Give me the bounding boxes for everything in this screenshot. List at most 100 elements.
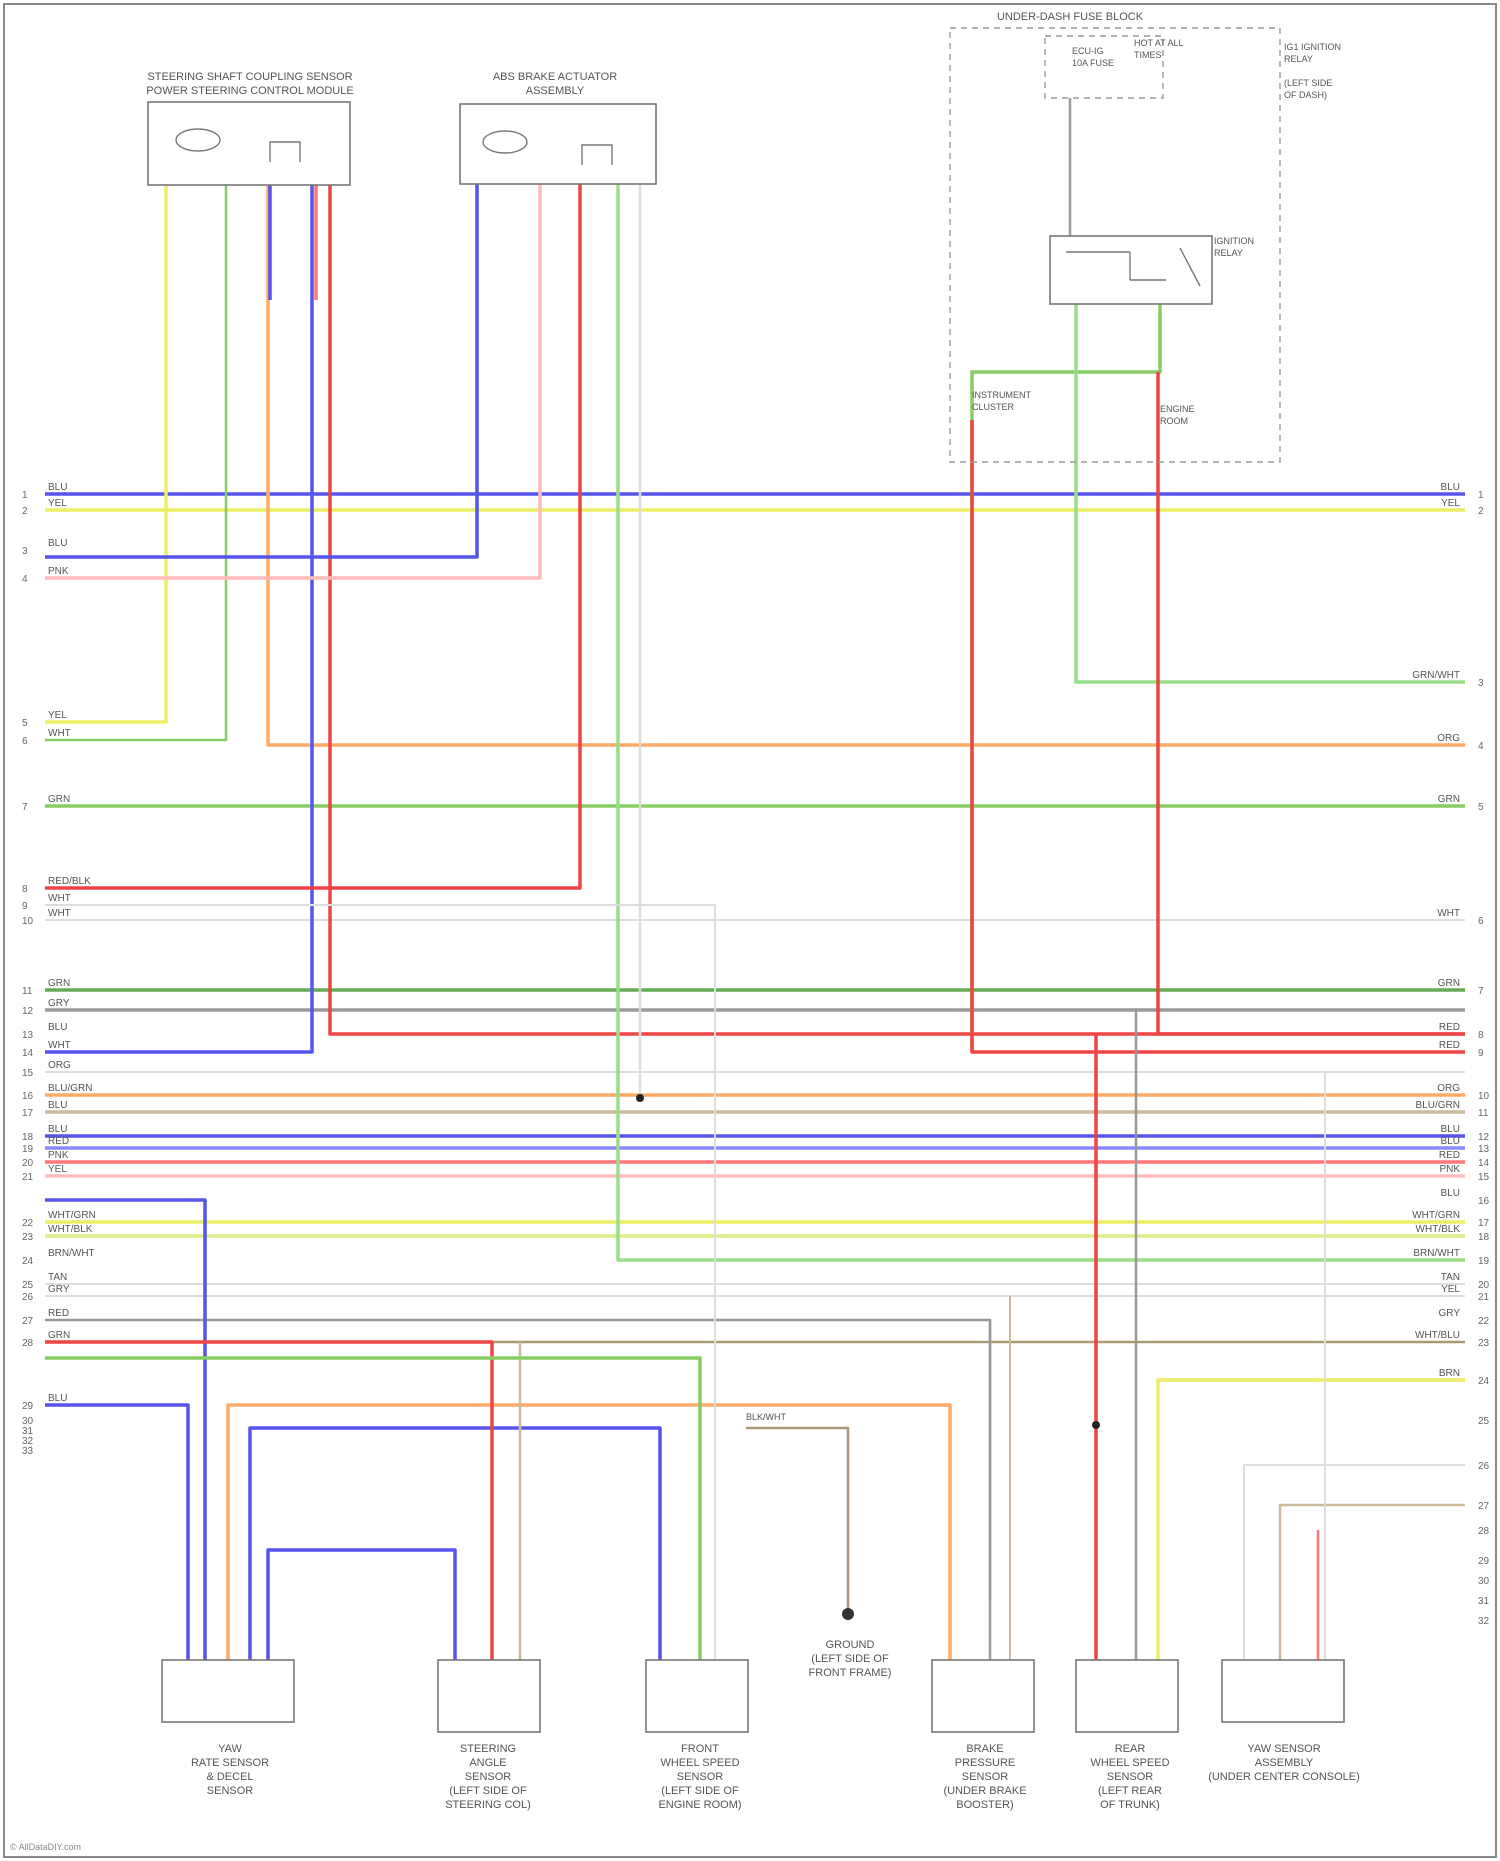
- relay-location-label: (LEFT SIDE: [1284, 78, 1332, 88]
- component-label: YAW: [218, 1743, 242, 1755]
- wire-yel-a: [45, 185, 166, 722]
- left-pin-number: 17: [22, 1108, 34, 1119]
- right-pin-number: 31: [1478, 1596, 1490, 1607]
- brake-pressure-sensor-component: BRAKE PRESSURE SENSOR (UNDER BRAKE BOOST…: [932, 1660, 1034, 1811]
- left-pin-number: 14: [22, 1048, 34, 1059]
- component-body: [1222, 1660, 1344, 1722]
- wire-blu-yaw-4: [268, 1550, 455, 1660]
- component-label: (LEFT REAR: [1098, 1785, 1162, 1797]
- component-label: SENSOR: [465, 1771, 512, 1783]
- right-pin-number: 14: [1478, 1158, 1490, 1169]
- component-label: FRONT FRAME): [809, 1667, 892, 1679]
- right-pin-number: 28: [1478, 1526, 1490, 1537]
- right-pin-number: 29: [1478, 1556, 1490, 1567]
- component-label: SENSOR: [677, 1771, 724, 1783]
- wire-color-label: PNK: [48, 1150, 69, 1161]
- right-pin-number: 15: [1478, 1172, 1490, 1183]
- component-label: STEERING: [460, 1743, 516, 1755]
- left-pin-number: 12: [22, 1006, 34, 1017]
- wire-color-label: ORG: [1437, 1083, 1460, 1094]
- wire-color-label: WHT: [1437, 908, 1460, 919]
- steering-angle-sensor-component: STEERING ANGLE SENSOR (LEFT SIDE OF STEE…: [438, 1660, 540, 1811]
- fuse-label: ECU-IG: [1072, 46, 1104, 56]
- wire-org-yaw: [228, 1405, 950, 1660]
- wire-layer: [45, 98, 1465, 1660]
- wire-color-label: BRN/WHT: [48, 1248, 95, 1259]
- wire-color-label: YEL: [1441, 1284, 1460, 1295]
- relay-location-label: IG1 IGNITION: [1284, 42, 1341, 52]
- left-pin-number: 19: [22, 1144, 34, 1155]
- component-label: WHEEL SPEED: [1090, 1757, 1169, 1769]
- right-pin-number: 27: [1478, 1501, 1490, 1512]
- component-label: (UNDER CENTER CONSOLE): [1208, 1771, 1360, 1783]
- left-pin-number: 21: [22, 1172, 34, 1183]
- component-title: STEERING SHAFT COUPLING SENSOR: [147, 71, 352, 83]
- wire-color-label: ORG: [48, 1060, 71, 1071]
- wire-color-label: GRN/WHT: [1412, 670, 1460, 681]
- wire-color-label: BLU: [48, 1124, 67, 1135]
- wire-color-label: RED: [48, 1308, 69, 1319]
- sensor-coil-icon: [483, 131, 527, 153]
- wire-grn-a: [45, 185, 226, 740]
- splice-dot: [636, 1094, 644, 1102]
- sensor-coil-icon: [176, 129, 220, 151]
- wire-color-label: BRN: [1439, 1368, 1460, 1379]
- component-label: YAW SENSOR: [1247, 1743, 1320, 1755]
- wire-color-label: TAN: [48, 1272, 67, 1283]
- wire-grn-b: [618, 184, 1465, 1260]
- component-body: [646, 1660, 748, 1732]
- wire-red-a: [330, 185, 1465, 1034]
- wire-color-label: RED: [1439, 1040, 1460, 1051]
- right-pin-number: 32: [1478, 1616, 1490, 1627]
- right-pin-number: 21: [1478, 1292, 1490, 1303]
- left-pin-number: 26: [22, 1292, 34, 1303]
- wire-brn-ground: [746, 1428, 848, 1614]
- left-pin-number: 24: [22, 1256, 34, 1267]
- left-pin-number: 4: [22, 574, 28, 585]
- left-pin-number: 11: [22, 986, 33, 997]
- component-label: GROUND: [826, 1639, 875, 1651]
- right-pin-number: 8: [1478, 1030, 1484, 1041]
- steering-sensor-component: STEERING SHAFT COUPLING SENSOR POWER STE…: [146, 71, 353, 185]
- left-pin-number: 33: [22, 1446, 34, 1457]
- right-pin-number: 20: [1478, 1280, 1490, 1291]
- wire-color-label: BLU: [48, 1100, 67, 1111]
- left-pin-number: 18: [22, 1132, 34, 1143]
- component-label: (LEFT SIDE OF: [661, 1785, 739, 1797]
- wire-org-a: [268, 185, 1465, 745]
- component-body: [1076, 1660, 1178, 1732]
- component-label: BRAKE: [966, 1743, 1003, 1755]
- wire-color-label: BLU: [48, 482, 67, 493]
- right-pin-number: 11: [1478, 1108, 1489, 1119]
- wire-color-label: RED/BLK: [48, 876, 91, 887]
- wire-color-label: WHT/GRN: [48, 1210, 96, 1221]
- splice-dot: [1092, 1421, 1100, 1429]
- fuse-label: HOT AT ALL: [1134, 38, 1184, 48]
- wire-color-label: YEL: [48, 498, 67, 509]
- component-label: SENSOR: [1107, 1771, 1154, 1783]
- wire-red-fuse: [1158, 372, 1465, 1034]
- wire-color-label: GRN: [1438, 794, 1460, 805]
- wire-color-label: RED: [48, 1136, 69, 1147]
- right-pin-number: 22: [1478, 1316, 1490, 1327]
- relay-label: IGNITION: [1214, 236, 1254, 246]
- right-pin-number: 30: [1478, 1576, 1490, 1587]
- fuse-label: 10A FUSE: [1072, 58, 1114, 68]
- component-title: ABS BRAKE ACTUATOR: [493, 71, 617, 83]
- wire-color-label: BLU: [48, 1022, 67, 1033]
- switch-contact-icon: [270, 142, 300, 162]
- component-body: [460, 104, 656, 184]
- right-pin-number: 13: [1478, 1144, 1490, 1155]
- component-label: (LEFT SIDE OF: [811, 1653, 889, 1665]
- rear-wheel-speed-sensor-component: REAR WHEEL SPEED SENSOR (LEFT REAR OF TR…: [1076, 1660, 1178, 1811]
- component-subtitle: POWER STEERING CONTROL MODULE: [146, 85, 353, 97]
- wire-red-out: [972, 420, 1465, 1052]
- component-label: BOOSTER): [956, 1799, 1013, 1811]
- wire-color-label: PNK: [1439, 1164, 1460, 1175]
- component-label: STEERING COL): [445, 1799, 531, 1811]
- component-body: [438, 1660, 540, 1732]
- left-pin-number: 22: [22, 1218, 34, 1229]
- wire-color-label: BLU/GRN: [48, 1083, 92, 1094]
- fuse-label: TIMES: [1134, 50, 1162, 60]
